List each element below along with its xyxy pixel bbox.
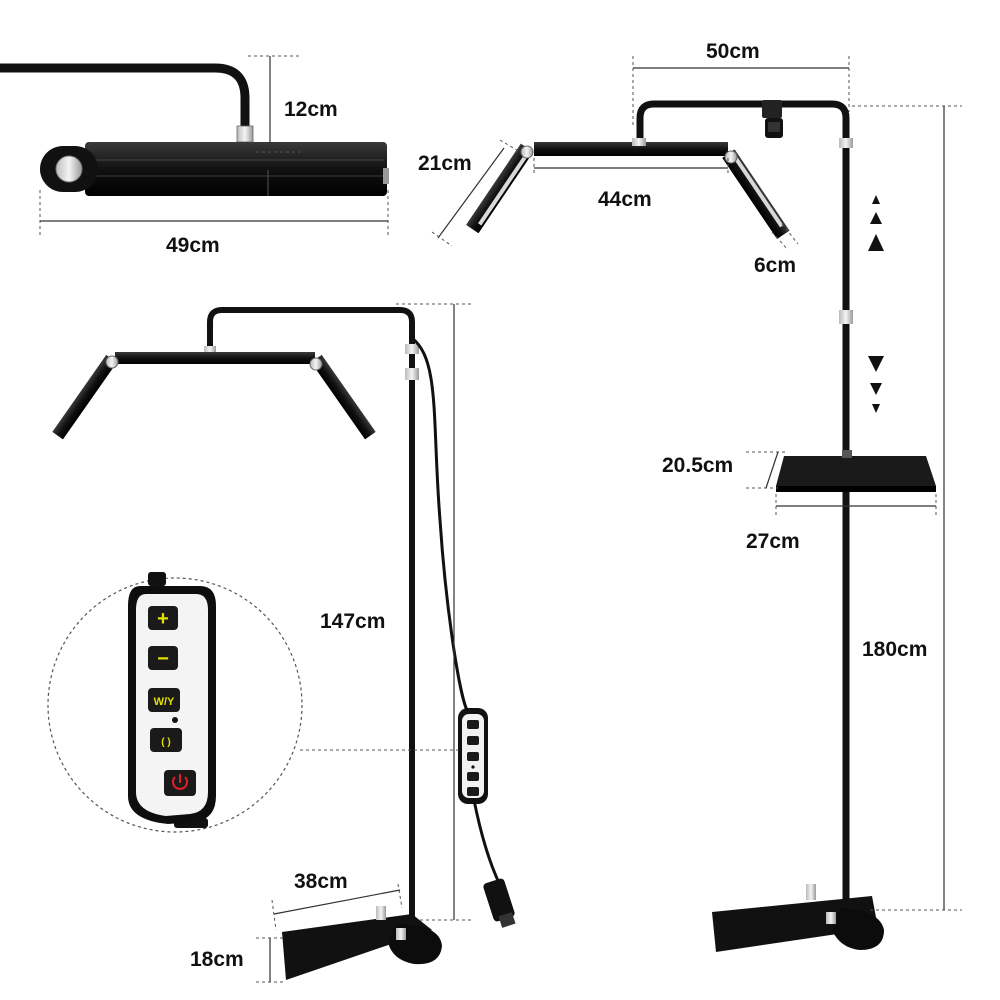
dimension-total-height: 180cm [852, 105, 962, 911]
minus-button[interactable] [148, 646, 178, 670]
color-temp-button[interactable] [148, 688, 180, 712]
minus-label: − [157, 648, 169, 670]
power-icon [172, 774, 188, 790]
plus-button[interactable] [148, 606, 178, 630]
dimension-center-panel: 44cm [533, 158, 729, 211]
label-18cm: 18cm [190, 948, 244, 971]
label-147cm: 147cm [320, 610, 385, 633]
dimension-base-depth: 18cm [190, 937, 286, 983]
dimension-arm-span: 50cm [632, 40, 850, 128]
label-12cm: 12cm [284, 98, 338, 121]
dimension-stand-height: 147cm [320, 303, 472, 921]
label-27cm: 27cm [746, 530, 800, 553]
dimension-top-left-height: 12cm [248, 55, 338, 153]
short-stand [52, 307, 516, 980]
color-temp-label: W/Y [154, 696, 175, 708]
label-20-5cm: 20.5cm [662, 454, 733, 477]
label-180cm: 180cm [862, 638, 927, 661]
timer-button[interactable] [150, 728, 182, 752]
dimension-tray-width: 27cm [746, 494, 937, 553]
closeup-light-bar [0, 63, 389, 196]
label-50cm: 50cm [706, 40, 760, 63]
dimension-base-width: 38cm [271, 870, 403, 931]
label-44cm: 44cm [598, 188, 652, 211]
dimension-panel-depth: 6cm [754, 223, 799, 277]
dimension-tray-depth: 20.5cm [662, 451, 786, 489]
dimension-top-left-width: 49cm [39, 190, 389, 257]
label-49cm: 49cm [166, 234, 220, 257]
indicator-dot [172, 717, 178, 723]
dimension-side-panel: 21cm [418, 139, 521, 247]
label-21cm: 21cm [418, 152, 472, 175]
triangle-up-icon [868, 195, 884, 251]
timer-label: ( ) [161, 737, 170, 748]
controller-callout: + − W/Y ( ) [47, 572, 462, 833]
plus-label: + [157, 608, 169, 630]
label-38cm: 38cm [294, 870, 348, 893]
triangle-down-icon [868, 356, 884, 413]
label-6cm: 6cm [754, 254, 796, 277]
tall-stand [466, 100, 936, 952]
